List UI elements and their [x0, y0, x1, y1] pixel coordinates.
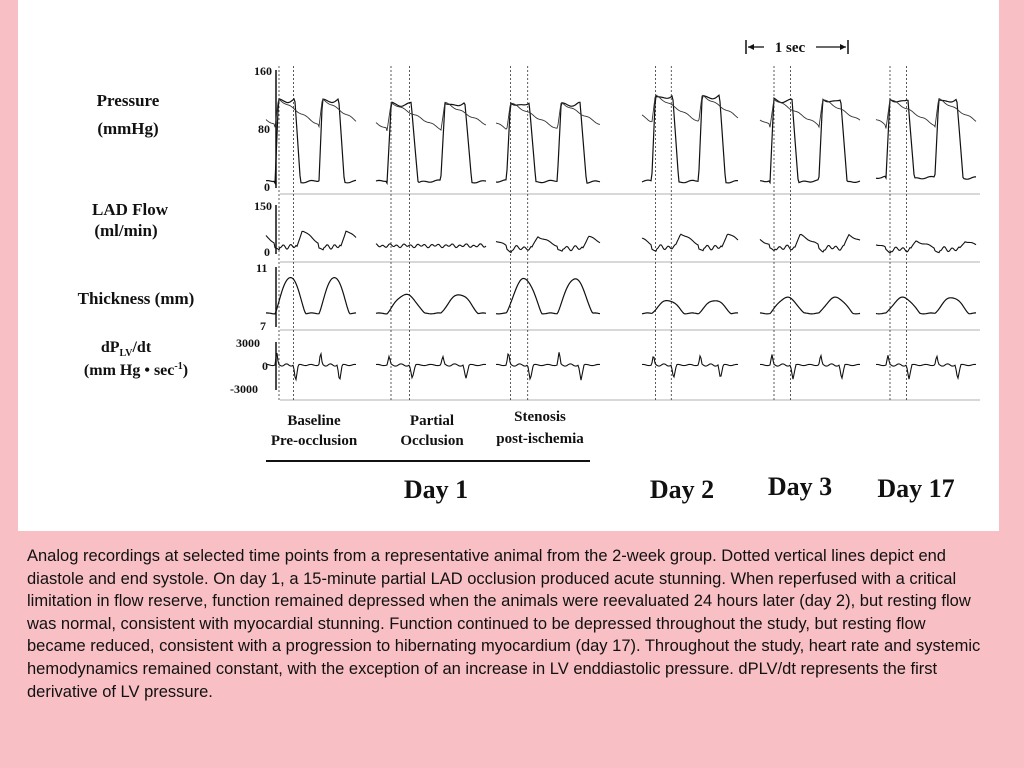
thickness-trace-p0 — [265, 276, 357, 315]
tick-thickness-7: 7 — [260, 319, 266, 333]
tick-pressure-0: 0 — [264, 180, 270, 194]
pressure-trace-p5 — [875, 98, 976, 181]
thickness-trace-p3 — [641, 300, 739, 315]
aortic-trace-p2 — [495, 102, 601, 130]
pressure-trace-p1 — [375, 101, 487, 186]
flow-trace-p3 — [641, 233, 739, 252]
flow-trace-p1 — [375, 243, 487, 249]
condition-stenosis-line1: Stenosis — [514, 409, 566, 425]
pressure-unit: (mmHg) — [97, 119, 158, 138]
flow-trace-p4 — [759, 233, 861, 253]
dpdt-unit: (mm Hg • sec-1) — [84, 361, 188, 379]
flow-trace-p5 — [875, 240, 977, 254]
dpdt-label: dPLV/dt — [101, 339, 152, 359]
pressure-trace-p3 — [641, 94, 739, 184]
tick-flow-0: 0 — [264, 245, 270, 259]
trace-panels — [265, 66, 980, 402]
condition-stenosis-line2: post-ischemia — [496, 431, 584, 447]
day-label-2: Day 2 — [650, 475, 714, 504]
tick-thickness-11: 11 — [256, 261, 267, 275]
condition-baseline-line2: Pre-occlusion — [271, 433, 358, 449]
day-label-17: Day 17 — [877, 474, 954, 503]
dpdt-trace-p5 — [875, 354, 977, 381]
condition-baseline-line1: Baseline — [287, 413, 341, 429]
thickness-trace-p4 — [759, 296, 861, 315]
day-label-1: Day 1 — [404, 475, 468, 504]
flow-trace-p0 — [265, 230, 357, 251]
tick-pressure-160: 160 — [254, 64, 272, 78]
flow-trace-p2 — [495, 235, 601, 254]
tick-dpdt-minus3000: -3000 — [230, 382, 258, 396]
dpdt-trace-p1 — [375, 354, 487, 380]
thickness-label: Thickness (mm) — [78, 289, 195, 308]
dpdt-trace-p2 — [495, 352, 601, 381]
aortic-trace-p4 — [759, 98, 861, 129]
aortic-trace-p3 — [641, 94, 739, 123]
pressure-label: Pressure — [97, 91, 160, 110]
pressure-trace-p2 — [495, 101, 601, 184]
dpdt-trace-p3 — [641, 354, 739, 379]
figure-caption: Analog recordings at selected time point… — [27, 547, 981, 701]
aortic-trace-p1 — [375, 101, 487, 132]
dpdt-trace-p0 — [265, 351, 357, 382]
condition-partial-line2: Occlusion — [400, 433, 464, 449]
pressure-trace-p4 — [759, 97, 861, 185]
day-label-3: Day 3 — [768, 472, 832, 501]
aortic-trace-p5 — [875, 97, 977, 129]
tick-flow-150: 150 — [254, 199, 272, 213]
pressure-trace-p0 — [265, 97, 357, 186]
thickness-trace-p2 — [495, 277, 601, 315]
tick-pressure-80: 80 — [258, 122, 270, 136]
recordings-figure: Pressure (mmHg) LAD Flow (ml/min) Thickn… — [78, 40, 980, 504]
thickness-trace-p5 — [875, 296, 976, 315]
figure-panel: Pressure (mmHg) LAD Flow (ml/min) Thickn… — [18, 0, 999, 531]
time-scale-bar: 1 sec — [745, 40, 849, 56]
condition-partial-line1: Partial — [410, 413, 454, 429]
thickness-trace-p1 — [375, 293, 487, 315]
dpdt-trace-p4 — [759, 353, 861, 381]
aortic-trace-p0 — [265, 98, 357, 129]
flow-unit: (ml/min) — [94, 221, 157, 240]
tick-dpdt-3000: 3000 — [236, 336, 260, 350]
tick-dpdt-0: 0 — [262, 359, 268, 373]
scale-bar-label: 1 sec — [775, 40, 806, 56]
flow-label: LAD Flow — [92, 200, 169, 219]
